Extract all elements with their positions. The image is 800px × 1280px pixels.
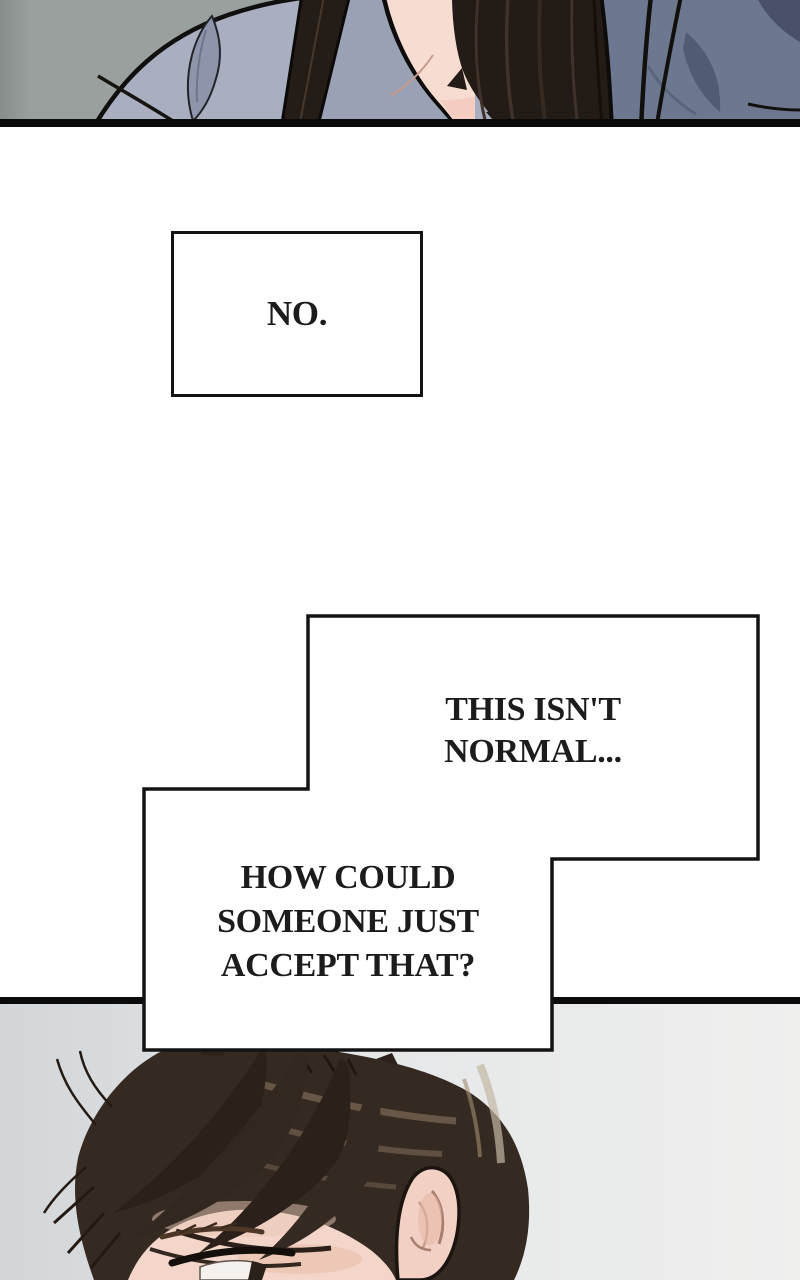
dialogue-text-no: NO. [266, 294, 328, 333]
panel-bottom-border [0, 997, 800, 1004]
panel-top-border [0, 119, 800, 127]
dialogue-text-this-isnt-normal: THIS ISN'T NORMAL... [444, 691, 622, 770]
panel-top-illustration [0, 0, 800, 127]
panel-bottom-artwork [0, 997, 800, 1280]
speech-box-no: NO. [171, 231, 423, 397]
panel-bottom-illustration [0, 997, 800, 1280]
panel-top-artwork [0, 0, 800, 127]
dialogue-text-how-could: HOW COULD SOMEONE JUST ACCEPT THAT? [217, 859, 479, 984]
